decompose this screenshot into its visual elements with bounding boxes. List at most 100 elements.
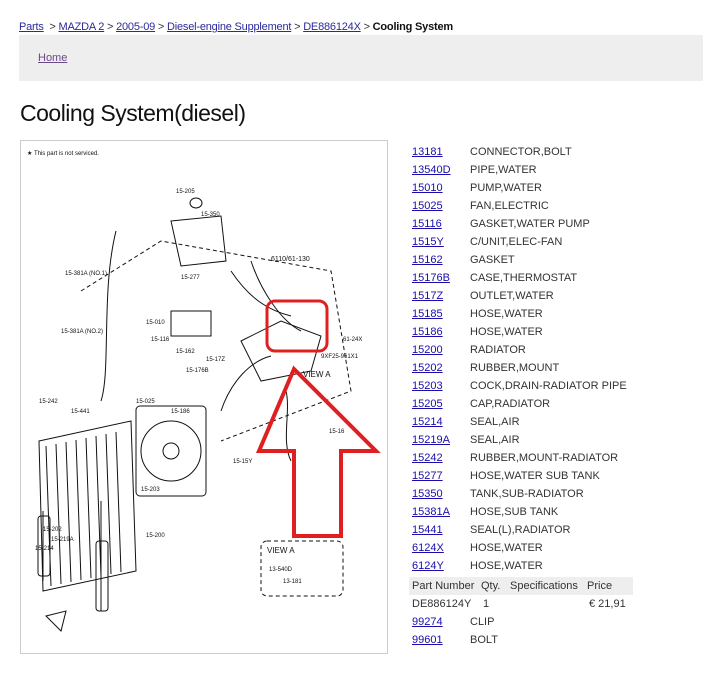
part-description: CONNECTOR,BOLT bbox=[470, 146, 572, 158]
spec-part-number: DE886124Y bbox=[412, 598, 472, 610]
parts-list: 13181 CONNECTOR,BOLT 13540D PIPE,WATER 15010… bbox=[412, 143, 627, 575]
part-description: HOSE,WATER bbox=[470, 308, 543, 320]
part-description: CAP,RADIATOR bbox=[470, 398, 551, 410]
part-number-link[interactable]: 6124X bbox=[412, 542, 444, 554]
label: VIEW A bbox=[303, 370, 331, 379]
part-description: RADIATOR bbox=[470, 344, 526, 356]
part-number-link[interactable]: 15200 bbox=[412, 344, 443, 356]
part-number-link[interactable]: 15185 bbox=[412, 308, 443, 320]
part-row: 15219A SEAL,AIR bbox=[412, 431, 627, 449]
label: VIEW A bbox=[267, 546, 295, 555]
part-number-link[interactable]: 13181 bbox=[412, 146, 443, 158]
label: 15-186 bbox=[171, 409, 190, 415]
label: 15-214 bbox=[35, 546, 54, 552]
breadcrumb-current: Cooling System bbox=[372, 21, 454, 33]
label: 15-17Z bbox=[206, 357, 225, 363]
label: 15-025 bbox=[136, 399, 155, 405]
part-row: 15441 SEAL(L),RADIATOR bbox=[412, 521, 627, 539]
part-row: 13540D PIPE,WATER bbox=[412, 161, 627, 179]
part-number-link[interactable]: 15010 bbox=[412, 182, 443, 194]
part-number-link[interactable]: 6124Y bbox=[412, 560, 444, 572]
label: 9XF25-961X1 bbox=[321, 354, 359, 360]
part-description: GASKET,WATER PUMP bbox=[470, 218, 590, 230]
spec-specifications bbox=[509, 595, 589, 613]
part-description: RUBBER,MOUNT bbox=[470, 362, 560, 374]
part-row: 15162 GASKET bbox=[412, 251, 627, 269]
radiator-shape bbox=[38, 420, 137, 592]
part-number-link[interactable]: 15242 bbox=[412, 452, 443, 464]
label: 15-116 bbox=[151, 337, 170, 343]
part-number-link[interactable]: 15441 bbox=[412, 524, 443, 536]
label: 15-277 bbox=[181, 275, 200, 281]
part-number-link[interactable]: 15381A bbox=[412, 506, 450, 518]
part-number-link[interactable]: 1515Y bbox=[412, 236, 444, 248]
parts-diagram[interactable]: ★ This part is not serviced. bbox=[20, 140, 388, 654]
home-link[interactable]: Home bbox=[38, 52, 68, 64]
part-description: PUMP,WATER bbox=[470, 182, 542, 194]
label: 15-441 bbox=[71, 409, 90, 415]
part-number-link[interactable]: 15202 bbox=[412, 362, 443, 374]
nav-bar: Home bbox=[19, 35, 703, 81]
spec-table-row: DE886124Y 1 € 21,91 bbox=[412, 595, 632, 613]
spec-price: € 21,91 bbox=[589, 598, 626, 610]
part-number-link[interactable]: 15350 bbox=[412, 488, 443, 500]
part-description: SEAL,AIR bbox=[470, 434, 520, 446]
part-number-link[interactable]: 15203 bbox=[412, 380, 443, 392]
part-row: 15025 FAN,ELECTRIC bbox=[412, 197, 627, 215]
part-number-link[interactable]: 99601 bbox=[412, 634, 443, 646]
part-row: 15185 HOSE,WATER bbox=[412, 305, 627, 323]
part-number-link[interactable]: 15214 bbox=[412, 416, 443, 428]
part-description: C/UNIT,ELEC-FAN bbox=[470, 236, 563, 248]
part-number-link[interactable]: 15186 bbox=[412, 326, 443, 338]
part-description: RUBBER,MOUNT-RADIATOR bbox=[470, 452, 619, 464]
part-number-link[interactable]: 15205 bbox=[412, 398, 443, 410]
part-description: SEAL,AIR bbox=[470, 416, 520, 428]
part-number-link[interactable]: 1517Z bbox=[412, 290, 444, 302]
col-price: Price bbox=[587, 580, 613, 592]
part-row: 99274 CLIP bbox=[412, 613, 498, 631]
part-row: 15200 RADIATOR bbox=[412, 341, 627, 359]
part-row: 1515Y C/UNIT,ELEC-FAN bbox=[412, 233, 627, 251]
diagram-note: ★ This part is not serviced. bbox=[27, 150, 99, 157]
part-description: GASKET bbox=[470, 254, 515, 266]
part-number-link[interactable]: 15162 bbox=[412, 254, 443, 266]
breadcrumb-parts[interactable]: Parts bbox=[19, 21, 44, 33]
part-description: HOSE,WATER bbox=[470, 560, 543, 572]
part-description: HOSE,WATER bbox=[470, 326, 543, 338]
label: 15-203 bbox=[141, 487, 160, 493]
breadcrumb-supplement[interactable]: Diesel-engine Supplement bbox=[167, 21, 292, 33]
breadcrumb-model-code[interactable]: DE886124X bbox=[303, 21, 361, 33]
part-description: CLIP bbox=[470, 616, 495, 628]
highlight-box bbox=[265, 299, 329, 353]
part-number-link[interactable]: 13540D bbox=[412, 164, 451, 176]
label: 15-350 bbox=[201, 212, 220, 218]
breadcrumb-year[interactable]: 2005-09 bbox=[116, 21, 156, 33]
part-description: SEAL(L),RADIATOR bbox=[470, 524, 571, 536]
part-description: FAN,ELECTRIC bbox=[470, 200, 549, 212]
page-title: Cooling System(diesel) bbox=[20, 100, 246, 126]
part-description: PIPE,WATER bbox=[470, 164, 537, 176]
label: 15-381A (NO.1) bbox=[65, 271, 107, 277]
part-row: 15116 GASKET,WATER PUMP bbox=[412, 215, 627, 233]
part-number-link[interactable]: 15025 bbox=[412, 200, 443, 212]
part-row: 15186 HOSE,WATER bbox=[412, 323, 627, 341]
part-number-link[interactable]: 15277 bbox=[412, 470, 443, 482]
label: 15-15Y bbox=[233, 459, 252, 465]
label: 13-181 bbox=[283, 579, 302, 585]
part-number-link[interactable]: 15116 bbox=[412, 218, 442, 230]
part-number-link[interactable]: 15219A bbox=[412, 434, 450, 446]
part-row: 6124Y HOSE,WATER bbox=[412, 557, 627, 575]
part-row: 15242 RUBBER,MOUNT-RADIATOR bbox=[412, 449, 627, 467]
part-number-link[interactable]: 15176B bbox=[412, 272, 450, 284]
label: 15-205 bbox=[176, 189, 195, 195]
spec-qty: 1 bbox=[483, 598, 490, 610]
part-number-link[interactable]: 99274 bbox=[412, 616, 443, 628]
breadcrumb-mazda2[interactable]: MAZDA 2 bbox=[58, 21, 105, 33]
col-qty: Qty. bbox=[481, 580, 501, 592]
label: 15-219A bbox=[51, 537, 74, 543]
